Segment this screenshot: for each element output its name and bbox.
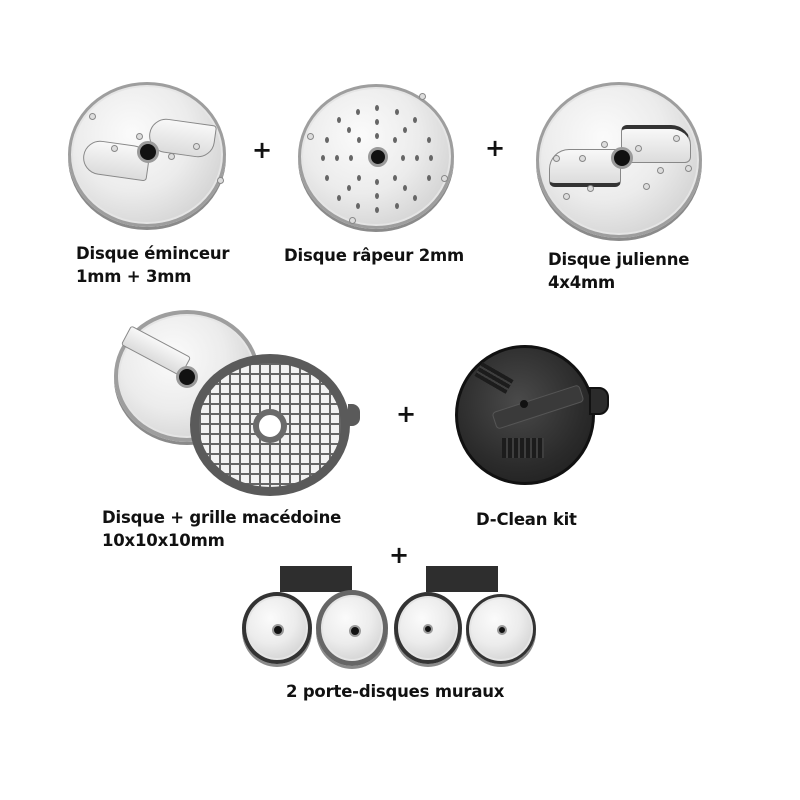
disc-hub — [272, 624, 284, 636]
grid-hub — [253, 409, 287, 443]
label-porte-disques: 2 porte-disques muraux — [286, 680, 504, 703]
disc-hub — [368, 147, 388, 167]
screw — [643, 183, 650, 190]
grating-holes — [301, 87, 451, 226]
product-porte-disques — [240, 566, 540, 676]
screw — [673, 135, 680, 142]
label-line2: 4x4mm — [548, 273, 615, 292]
plus-sign: + — [396, 400, 417, 428]
kit-tab — [589, 387, 609, 415]
julienne-disc-mounted-icon — [242, 592, 312, 664]
screw — [89, 113, 96, 120]
julienne-disc-icon — [536, 82, 702, 238]
disc-hub — [349, 625, 361, 637]
product-disque-julienne — [536, 82, 706, 242]
cleaning-comb — [502, 438, 544, 458]
dicing-disc-mounted-icon — [316, 590, 388, 666]
screw — [136, 133, 143, 140]
label-line1: 2 porte-disques muraux — [286, 682, 505, 701]
grating-disc-mounted-icon — [466, 594, 536, 664]
cleaning-comb — [474, 362, 514, 394]
screw — [579, 155, 586, 162]
screw — [441, 175, 448, 182]
blade-left — [549, 149, 621, 187]
label-line1: Disque + grille macédoine — [102, 508, 342, 527]
screw — [217, 177, 224, 184]
label-disque-rapeur: Disque râpeur 2mm — [284, 244, 464, 267]
product-disque-rapeur — [298, 84, 458, 234]
grid-tab — [348, 404, 360, 426]
screw — [563, 193, 570, 200]
disc-hub — [137, 141, 159, 163]
slicing-disc-mounted-icon — [394, 592, 462, 664]
screw — [111, 145, 118, 152]
screw — [685, 165, 692, 172]
disc-hub — [423, 624, 433, 634]
plus-sign: + — [252, 136, 273, 164]
label-line1: Disque râpeur 2mm — [284, 246, 465, 265]
screw — [553, 155, 560, 162]
label-line1: D-Clean kit — [476, 510, 577, 529]
label-d-clean-kit: D-Clean kit — [476, 508, 577, 531]
label-disque-eminceur: Disque éminceur 1mm + 3mm — [76, 242, 230, 288]
product-disque-grille-macedoine — [110, 300, 370, 500]
screw — [307, 133, 314, 140]
screw — [657, 167, 664, 174]
product-d-clean-kit — [455, 345, 615, 495]
screw — [349, 217, 356, 224]
dicing-grid-icon — [190, 354, 350, 496]
screw — [419, 93, 426, 100]
d-clean-kit-icon — [455, 345, 595, 485]
screw — [168, 153, 175, 160]
screw — [193, 143, 200, 150]
disc-hub — [611, 147, 633, 169]
product-disque-eminceur — [68, 82, 228, 232]
label-line1: Disque julienne — [548, 250, 690, 269]
plus-sign: + — [389, 541, 410, 569]
label-line2: 1mm + 3mm — [76, 267, 192, 286]
disc-hub — [176, 366, 198, 388]
center-hole — [520, 400, 528, 408]
screw — [587, 185, 594, 192]
grating-disc-icon — [298, 84, 454, 229]
screw — [635, 145, 642, 152]
wall-bracket-left — [280, 566, 352, 592]
slicing-disc-icon — [68, 82, 226, 227]
label-disque-julienne: Disque julienne 4x4mm — [548, 248, 689, 294]
wall-bracket-right — [426, 566, 498, 592]
label-disque-grille-macedoine: Disque + grille macédoine 10x10x10mm — [102, 506, 341, 552]
disc-hub — [497, 625, 507, 635]
label-line1: Disque éminceur — [76, 244, 230, 263]
plus-sign: + — [485, 134, 506, 162]
screw — [601, 141, 608, 148]
label-line2: 10x10x10mm — [102, 531, 225, 550]
